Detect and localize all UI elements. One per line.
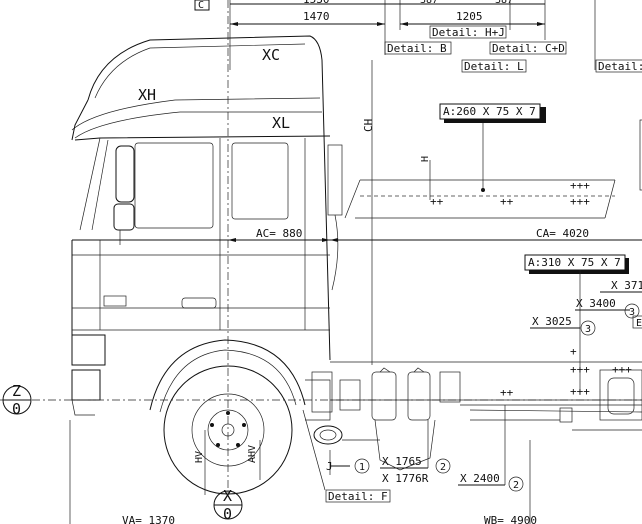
truck-cab	[71, 35, 343, 416]
dim-1470: 1470	[303, 10, 330, 23]
dim-va: VA= 1370	[122, 514, 175, 524]
dim-x3400: X 3400	[576, 297, 616, 310]
axis-x: X	[223, 487, 232, 505]
callout-1: 1	[359, 462, 365, 473]
profile-lower: A:310 X 75 X 7	[528, 256, 621, 269]
profile-upper: A:260 X 75 X 7	[443, 105, 536, 118]
label-c: C	[198, 0, 204, 11]
label-xl: XL	[272, 114, 290, 132]
detail-right-partial: Detail:	[598, 60, 642, 73]
dim-x1765: X 1765	[382, 455, 422, 468]
top-dimensions: 1470 1530 1205 387 387 C	[194, 0, 596, 70]
dim-387a: 387	[420, 0, 438, 6]
chassis-lower: A:310 X 75 X 7 X 371 X 3400 3 E X 3025 3…	[500, 254, 642, 399]
detail-l: Detail: L	[464, 60, 524, 73]
label-ahv: AHV	[247, 445, 258, 463]
dim-1205: 1205	[456, 10, 483, 23]
label-j: J	[326, 460, 333, 473]
dim-x2400: X 2400	[460, 472, 500, 485]
callout-3b: 3	[629, 307, 635, 318]
dim-ca: CA= 4020	[536, 227, 589, 240]
detail-co: Detail: C+D	[492, 42, 565, 55]
lower-dimensions: J 1 X 1765 X 1776R 2 X 2400 2 Detail: F …	[69, 405, 537, 524]
svg-text:++: ++	[430, 195, 444, 208]
chassis-upper: H ++ ++ +++ +++ A:260 X 75 X 7	[344, 103, 642, 219]
undercarriage	[305, 367, 642, 471]
dim-x1776r: X 1776R	[382, 472, 429, 485]
svg-text:+++: +++	[570, 195, 590, 208]
label-ch: CH	[362, 119, 375, 132]
dim-387b: 387	[495, 0, 513, 6]
detail-labels-top: Detail: H+J Detail: B Detail: C+D Detail…	[384, 25, 642, 73]
detail-hj: Detail: H+J	[432, 26, 505, 39]
detail-b: Detail: B	[387, 42, 447, 55]
callout-3a: 3	[585, 324, 591, 335]
detail-f: Detail: F	[328, 490, 388, 503]
dim-x3025: X 3025	[532, 315, 572, 328]
svg-text:+: +	[570, 345, 577, 358]
label-xc: XC	[262, 46, 280, 64]
axis-x0-marker: X 0	[213, 487, 243, 523]
svg-text:+++: +++	[570, 385, 590, 398]
callout-e: E	[636, 318, 642, 329]
dim-x371: X 371	[611, 279, 642, 292]
dim-ac: AC= 880	[256, 227, 302, 240]
axis-x0: 0	[223, 505, 232, 523]
svg-text:+++: +++	[570, 179, 590, 192]
svg-text:++: ++	[500, 386, 514, 399]
axis-z: Z	[12, 382, 21, 400]
dim-wb: WB= 4900	[484, 514, 537, 524]
label-hv: HV	[194, 451, 205, 463]
axis-z0-marker: Z 0	[2, 382, 32, 418]
label-h: H	[420, 156, 431, 162]
svg-text:+++: +++	[570, 363, 590, 376]
label-xh: XH	[138, 86, 156, 104]
svg-text:++: ++	[500, 195, 514, 208]
dim-1530: 1530	[303, 0, 330, 6]
callout-2a: 2	[440, 462, 446, 473]
svg-text:+++: +++	[612, 363, 632, 376]
callout-2b: 2	[513, 480, 519, 491]
axis-z0: 0	[12, 400, 21, 418]
